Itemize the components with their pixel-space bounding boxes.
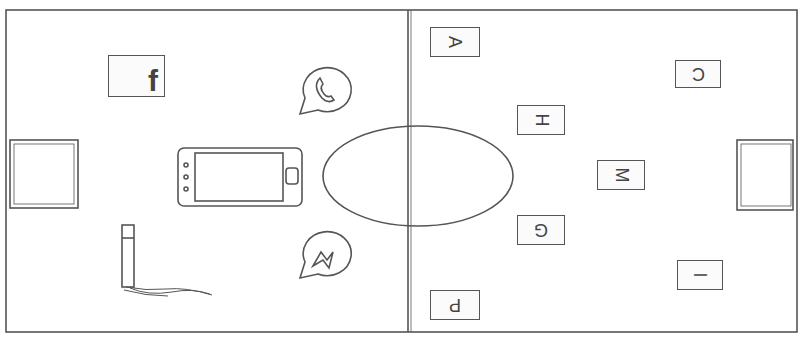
cigarette [122,225,212,296]
right-goal-inner [741,144,791,206]
left-goal-inner [14,144,74,204]
node-text: G [534,221,548,239]
messenger-bubble [300,232,351,278]
field-border [6,10,797,332]
node-text: A [446,36,464,48]
left-goal [10,140,78,208]
node-text: I [691,272,709,277]
node-text: M [612,168,630,183]
letter-card: C [675,60,721,88]
node-text: C [692,65,705,83]
center-line-pencil [411,10,412,332]
letter-card: M [597,160,645,190]
letter-card: H [517,105,565,135]
letter-card: I [677,260,723,290]
right-goal [737,140,793,210]
center-circle [323,126,513,226]
letter-card: A [430,27,480,57]
node-text: f [148,66,158,96]
center-line [407,10,409,332]
letter-card: P [430,290,480,320]
node-text: H [532,114,550,127]
phone-bubble [300,68,351,114]
social-icon-box: f [108,55,165,97]
node-text: P [449,296,461,314]
letter-card: G [517,215,565,245]
tablet-device [178,148,302,206]
